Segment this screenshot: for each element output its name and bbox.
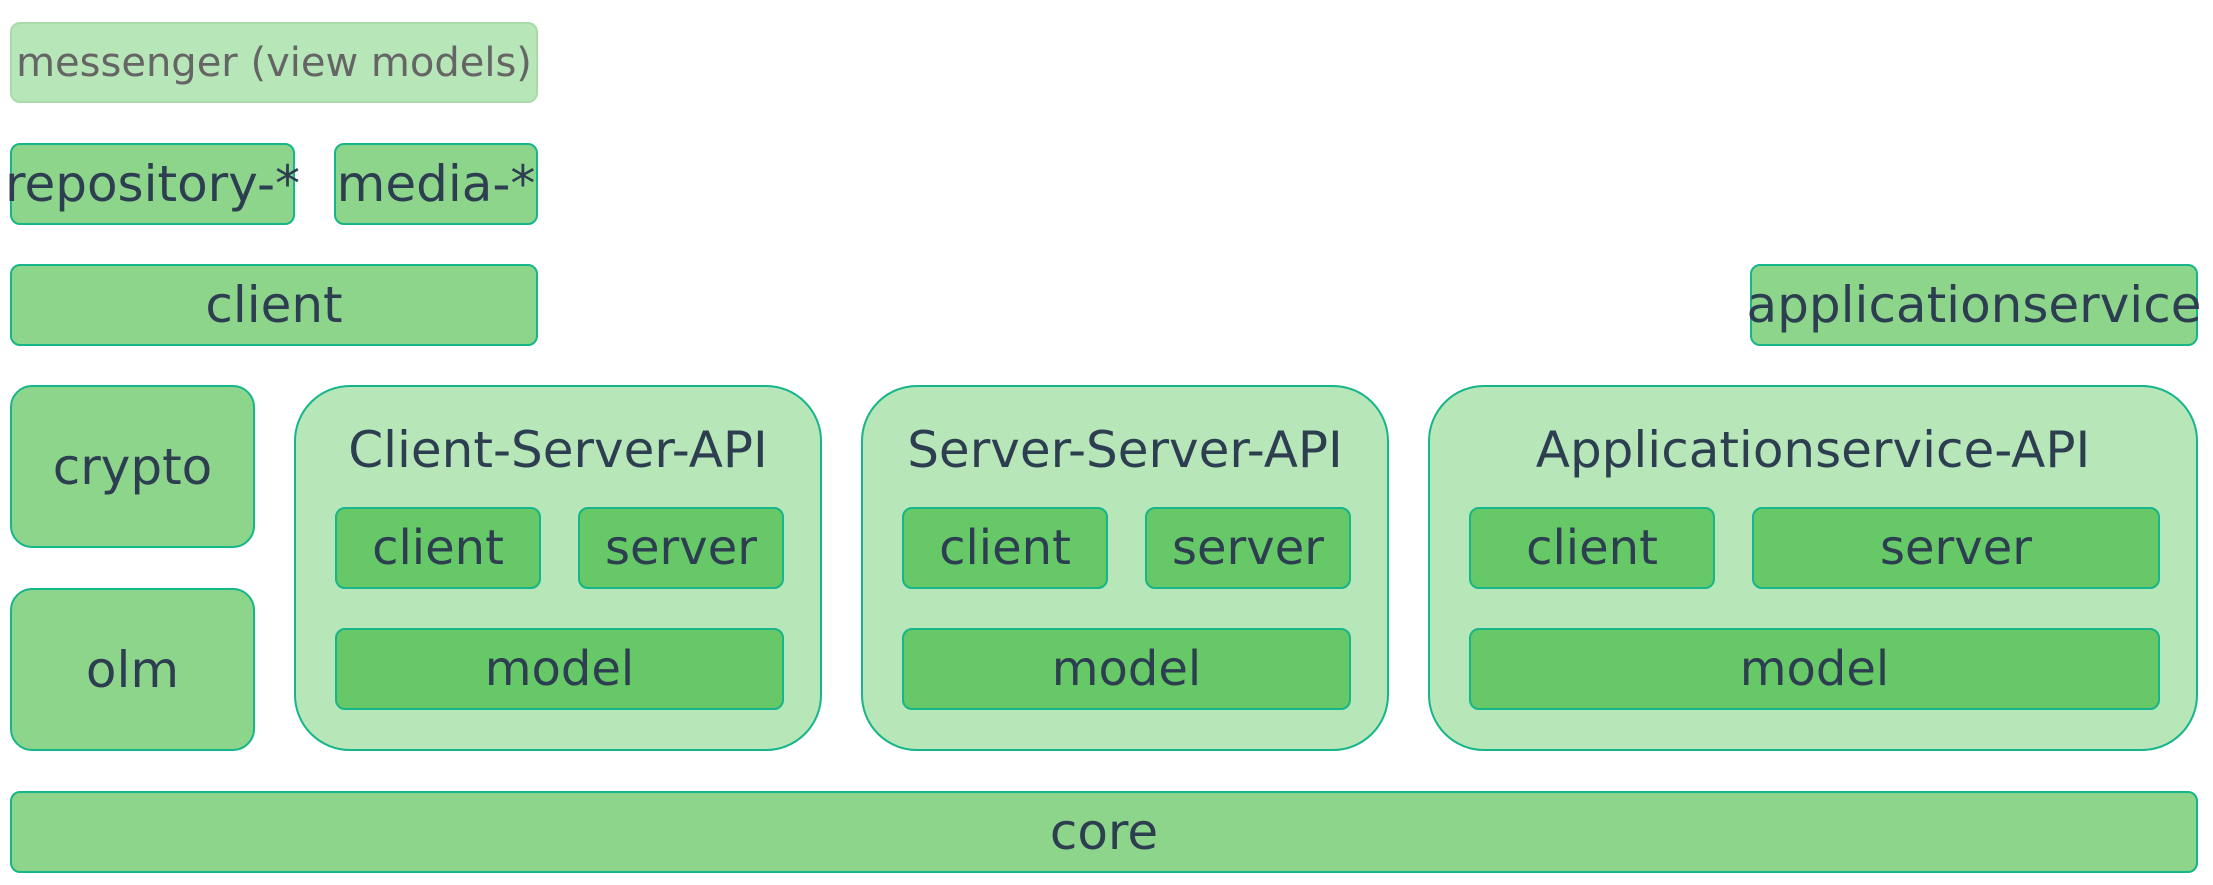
server-label: server xyxy=(605,520,757,576)
applicationservice-api-group: Applicationservice-API client server mod… xyxy=(1428,385,2198,751)
model-label: model xyxy=(1051,641,1202,697)
repository-label: repository-* xyxy=(5,155,300,213)
applicationservice-api-server: server xyxy=(1752,507,2160,589)
applicationservice-label: applicationservice xyxy=(1746,276,2202,334)
client-label: client xyxy=(939,520,1071,576)
server-server-api-group: Server-Server-API client server model xyxy=(861,385,1389,751)
client-server-api-title: Client-Server-API xyxy=(348,421,768,479)
media-module: media-* xyxy=(334,143,538,225)
applicationservice-module: applicationservice xyxy=(1747,264,2201,346)
server-server-api-client: client xyxy=(902,507,1108,589)
server-label: server xyxy=(1172,520,1324,576)
repository-module: repository-* xyxy=(5,143,300,225)
client-server-api-model: model xyxy=(335,628,784,710)
olm-module: olm xyxy=(10,588,255,751)
client-module: client xyxy=(10,264,538,346)
applicationservice-api-client: client xyxy=(1469,507,1715,589)
model-label: model xyxy=(1739,641,1890,697)
applicationservice-api-model: model xyxy=(1469,628,2160,710)
client-server-api-group: Client-Server-API client server model xyxy=(294,385,822,751)
olm-label: olm xyxy=(85,640,180,699)
media-label: media-* xyxy=(336,155,536,213)
applicationservice-api-title: Applicationservice-API xyxy=(1535,421,2091,479)
client-label: client xyxy=(205,276,343,334)
server-server-api-title: Server-Server-API xyxy=(907,421,1343,479)
server-label: server xyxy=(1880,520,2032,576)
server-server-api-model: model xyxy=(902,628,1351,710)
core-label: core xyxy=(1049,803,1159,861)
client-label: client xyxy=(1526,520,1658,576)
messenger-label: messenger (view models) xyxy=(16,39,532,86)
server-server-api-server: server xyxy=(1145,507,1351,589)
core-module: core xyxy=(10,791,2198,873)
client-server-api-client: client xyxy=(335,507,541,589)
crypto-label: crypto xyxy=(52,437,213,496)
model-label: model xyxy=(484,641,635,697)
messenger-module: messenger (view models) xyxy=(10,22,538,103)
client-server-api-server: server xyxy=(578,507,784,589)
crypto-module: crypto xyxy=(10,385,255,548)
client-label: client xyxy=(372,520,504,576)
